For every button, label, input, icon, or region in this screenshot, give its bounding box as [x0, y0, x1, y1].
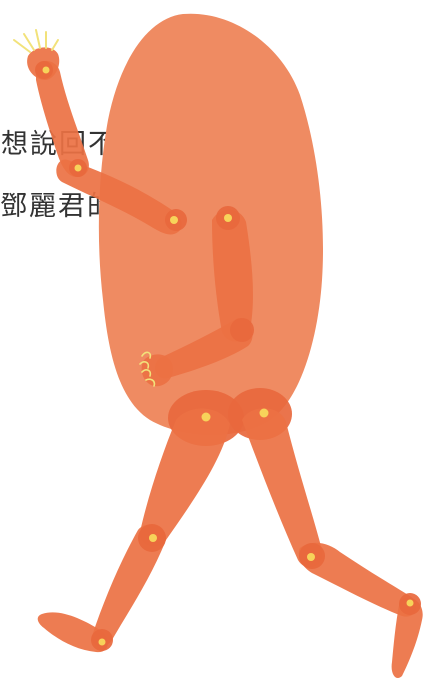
hand-fingers-icon: [139, 351, 156, 387]
lower-elbow-joint: [230, 318, 254, 342]
raised-arm-forearm: [36, 60, 89, 178]
left-foot: [37, 612, 108, 653]
joint-dot: [259, 408, 269, 418]
raised-arm-upper: [56, 159, 182, 235]
left-thigh: [139, 408, 230, 547]
right-foot: [391, 597, 423, 679]
left-shin: [91, 524, 166, 647]
joint-dot: [224, 214, 232, 222]
joint-dot: [98, 638, 106, 646]
right-thigh: [242, 408, 323, 568]
right-shin: [298, 542, 417, 617]
hand-sparkle-icon: [13, 29, 59, 53]
character-body: [98, 13, 324, 435]
joint-dot: [170, 216, 178, 224]
lower-arm-forearm: [154, 318, 253, 379]
lower-arm-upper: [212, 209, 253, 342]
joint-dot: [149, 534, 157, 542]
joint-dot: [201, 412, 211, 422]
joint-dot: [307, 553, 315, 561]
lower-hand: [141, 354, 173, 387]
joint-dot: [406, 599, 414, 607]
joint-dot: [74, 164, 82, 172]
joint-dot: [42, 66, 50, 74]
